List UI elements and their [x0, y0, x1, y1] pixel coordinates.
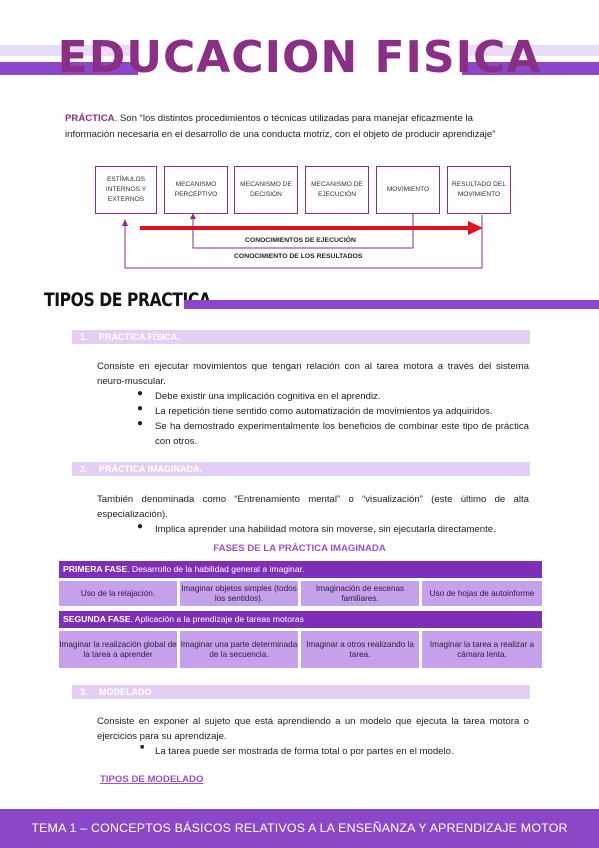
subheading-text: MODELADO: [99, 687, 152, 697]
table-phase-2-header: SEGUNDA FASE. Aplicación a la prendizaje…: [59, 611, 542, 628]
footer-bar: TEMA 1 – CONCEPTOS BÁSICOS RELATIVOS A L…: [0, 809, 599, 848]
modelado-paragraph: Consiste en exponer al sujeto que está a…: [97, 716, 529, 742]
table-cell: Imaginar a otros realizando la tarea.: [301, 631, 419, 668]
subheading-text: PRÁCTICA IMAGINADA.: [99, 464, 203, 474]
subheading-practica-imaginada: 2. PRÁCTICA IMAGINADA.: [72, 462, 530, 476]
practica-imaginada-paragraph: También denominada como “Entrenamiento m…: [97, 494, 529, 520]
phase-1-description: . Desarrollo de la habilidad general a i…: [127, 564, 305, 574]
subheading-number: 2.: [80, 464, 88, 474]
subheading-modelado: 3. MODELADO: [72, 685, 530, 699]
subheading-number: 3.: [80, 687, 88, 697]
bullet-text: Debe existir una implicación cognitiva e…: [155, 391, 381, 402]
diagram-box-movement: MOVIMIENTO: [376, 166, 440, 214]
header-bar-left-light: [0, 45, 138, 56]
tipos-de-modelado-link[interactable]: TIPOS DE MODELADO: [100, 774, 204, 785]
bullet-text: La repetición tiene sentido como automat…: [155, 406, 493, 417]
intro-keyword: PRÁCTICA: [65, 113, 115, 124]
intro-line2: información necesaria en el desarrollo d…: [65, 129, 496, 140]
phase-2-description: . Aplicación a la prendizaje de tareas m…: [130, 614, 304, 624]
intro-line1: . Son “los distintos procedimientos o té…: [114, 113, 473, 124]
bullet-marker: ■: [140, 744, 145, 751]
feedback-execution-label: CONOCIMIENTOS DE EJECUCIÓN: [245, 237, 356, 244]
table-cell: Uso de la relajación.: [59, 581, 177, 606]
diagram-box-stimuli: ESTÍMULOS INTERNOS Y EXTERNOS: [95, 166, 157, 214]
table-cell: Uso de hojas de autoinforme: [422, 581, 542, 606]
table-cell: Imaginar la realización global de la tar…: [59, 631, 177, 668]
section-title: TIPOS DE PRACTICA: [44, 289, 211, 311]
table-cell: Imaginación de escenas familiares.: [301, 581, 419, 606]
subheading-practica-fisica: 1. PRÁCTICA FÍSICA.: [72, 330, 530, 344]
diagram-box-result: RESULTADO DEL MOVIMIENTO: [447, 166, 511, 214]
bullet-marker: ●: [137, 521, 144, 532]
subheading-text: PRÁCTICA FÍSICA.: [99, 332, 180, 342]
bullet-text: La tarea puede ser mostrada de forma tot…: [155, 746, 454, 757]
header-bar-left: [0, 62, 138, 75]
table-phase-1-header: PRIMERA FASE. Desarrollo de la habilidad…: [59, 561, 542, 578]
diagram-box-execution: MECANISMO DE EJECUCIÓN: [305, 166, 369, 214]
table-cell: Imaginar una parte determinada de la sec…: [180, 631, 298, 668]
table-caption: FASES DE LA PRÁCTICA IMAGINADA: [213, 543, 386, 554]
intro-paragraph: PRÁCTICA. Son “los distintos procedimien…: [65, 111, 528, 143]
bullet-text: Implica aprender una habilidad motora si…: [155, 524, 496, 535]
page-title: EDUCACION FISICA: [57, 32, 542, 83]
subheading-number: 1.: [80, 332, 88, 342]
bullet-marker: ●: [137, 403, 144, 414]
bullet-marker: ●: [137, 388, 144, 399]
table-cell: Imaginar la tarea a realizar a cámara le…: [422, 631, 542, 668]
phase-1-label: PRIMERA FASE: [63, 564, 128, 574]
bullet-text: Se ha demostrado experimentalmente los b…: [155, 421, 529, 447]
practica-fisica-paragraph: Consiste en ejecutar movimientos que ten…: [97, 361, 529, 387]
header-bar-right: [462, 62, 599, 75]
diagram-box-perceptive: MECANISMO PERCEPTIVO: [164, 166, 228, 214]
header-bar-right-light: [462, 45, 599, 56]
table-cell: Imaginar objetos simples (todos los sent…: [180, 581, 298, 606]
bullet-marker: ●: [137, 418, 144, 429]
feedback-results-label: CONOCIMIENTO DE LOS RESULTADOS: [234, 253, 363, 260]
section-title-bar: [184, 300, 599, 309]
diagram-box-decision: MECANISMO DE DECISIÓN: [234, 166, 298, 214]
phase-2-label: SEGUNDA FASE: [63, 614, 131, 624]
